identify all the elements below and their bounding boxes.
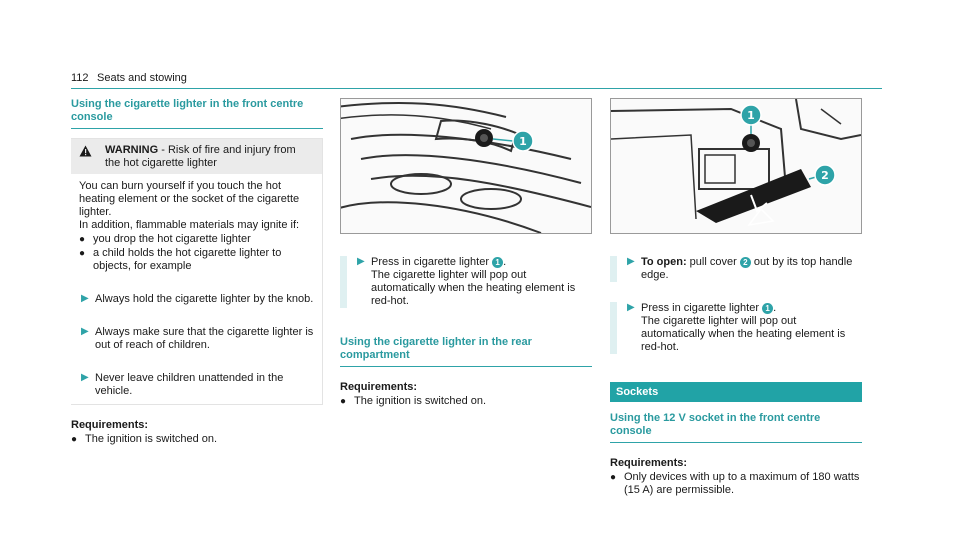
section-bar-sockets: Sockets <box>610 382 862 402</box>
warning-title-text: - Risk of fire and injury from the hot c… <box>105 144 296 169</box>
page-number: 112 <box>71 72 89 84</box>
svg-text:1: 1 <box>519 135 527 148</box>
requirement-item: ●The ignition is switched on. <box>71 433 218 445</box>
warning-body-text-2: In addition, flammable materials may ign… <box>79 219 300 231</box>
warning-body: You can burn yourself if you touch the h… <box>71 174 322 277</box>
section-title: Seats and stowing <box>97 72 187 84</box>
heading-front-lighter: Using the cigarette lighter in the front… <box>71 98 323 129</box>
warning-step: ▶ Always hold the cigarette lighter by t… <box>71 293 322 306</box>
requirements-label: Requirements: <box>610 457 688 469</box>
heading-rear-lighter: Using the cigarette lighter in the rear … <box>340 336 592 367</box>
illustration-rear-lighter: 1 2 <box>610 98 862 234</box>
steps-front: ▶ Press in cigarette lighter 1. The ciga… <box>340 234 592 314</box>
warning-triangle-icon <box>79 144 93 170</box>
warning-step: ▶ Always make sure that the cigarette li… <box>71 326 322 352</box>
play-arrow-icon: ▶ <box>627 302 635 313</box>
heading-12v-socket: Using the 12 V socket in the front centr… <box>610 412 862 443</box>
warning-body-text-1: You can burn yourself if you touch the h… <box>79 180 300 218</box>
requirements: Requirements: ●The ignition is switched … <box>340 381 592 408</box>
page-header: 112 Seats and stowing <box>71 70 882 89</box>
callout-1-icon <box>740 104 762 126</box>
requirement-item: ●Only devices with up to a maximum of 18… <box>610 471 860 496</box>
step-text: Never leave children unattended in the v… <box>95 372 284 397</box>
step-text: Always make sure that the cigarette ligh… <box>95 326 314 351</box>
step-text: Always hold the cigarette lighter by the… <box>95 293 314 305</box>
warning-box: WARNING - Risk of fire and injury from t… <box>71 138 323 405</box>
play-arrow-icon: ▶ <box>81 372 89 383</box>
requirements: Requirements: ●The ignition is switched … <box>71 419 323 446</box>
requirements-label: Requirements: <box>340 381 418 393</box>
steps-rear: ▶ To open: pull cover 2 out by its top h… <box>610 234 862 360</box>
warning-bullet: ●you drop the hot cigarette lighter <box>79 233 251 245</box>
callout-2-icon: 2 <box>739 257 751 268</box>
warning-bullet-text: you drop the hot cigarette lighter <box>93 233 251 245</box>
step: ▶ To open: pull cover 2 out by its top h… <box>610 256 862 282</box>
step: ▶ Press in cigarette lighter 1. The ciga… <box>340 256 592 308</box>
warning-bullet: ●a child holds the hot cigarette lighter… <box>79 247 314 273</box>
column-1: Using the cigarette lighter in the front… <box>71 98 323 446</box>
column-3: 1 2 ▶ To open: pull cover 2 out by its t… <box>610 98 862 497</box>
warning-label: WARNING <box>105 144 159 156</box>
play-arrow-icon: ▶ <box>81 293 89 304</box>
warning-step: ▶ Never leave children unattended in the… <box>71 372 322 398</box>
callout-2-icon <box>814 164 836 186</box>
svg-text:1: 1 <box>747 109 755 122</box>
requirements: Requirements: ●Only devices with up to a… <box>610 457 862 497</box>
warning-title: WARNING - Risk of fire and injury from t… <box>105 144 314 170</box>
warning-header: WARNING - Risk of fire and injury from t… <box>71 139 322 174</box>
warning-steps: ▶ Always hold the cigarette lighter by t… <box>71 277 322 404</box>
callout-1-icon <box>512 130 534 152</box>
svg-text:2: 2 <box>821 169 829 182</box>
warning-bullet-text: a child holds the hot cigarette lighter … <box>93 247 282 272</box>
column-2: 1 ▶ Press in cigarette lighter 1. The ci… <box>340 98 592 408</box>
play-arrow-icon: ▶ <box>81 326 89 337</box>
requirements-label: Requirements: <box>71 419 149 431</box>
play-arrow-icon: ▶ <box>357 256 365 267</box>
play-arrow-icon: ▶ <box>627 256 635 267</box>
callout-1-icon: 1 <box>492 257 504 268</box>
illustration-front-lighter: 1 <box>340 98 592 234</box>
callout-1-icon: 1 <box>762 303 774 314</box>
step: ▶ Press in cigarette lighter 1. The ciga… <box>610 302 862 354</box>
requirement-item: ●The ignition is switched on. <box>340 395 487 407</box>
